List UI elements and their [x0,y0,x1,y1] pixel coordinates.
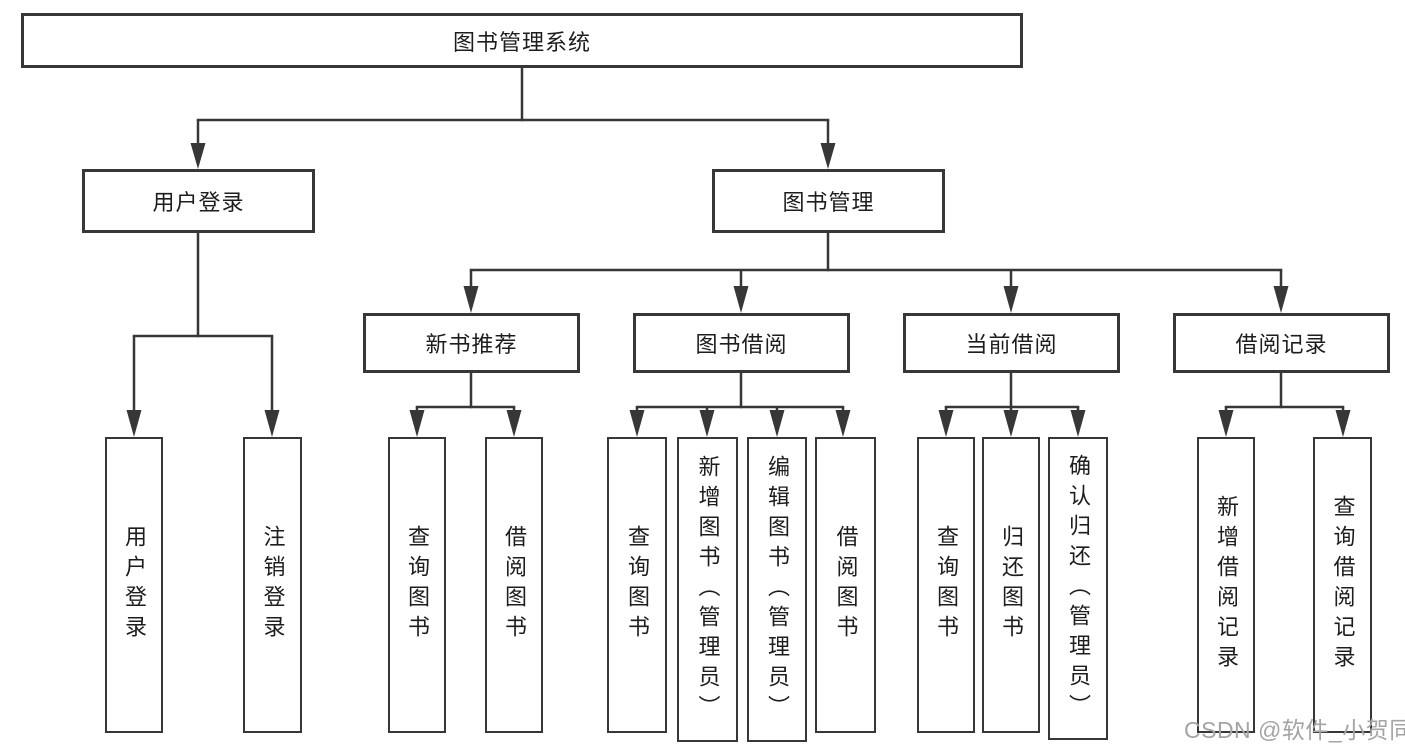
leaf-add-borrow-record: 新增借阅记录 [1197,437,1255,733]
leaf-query-books-current: 查询图书 [917,437,975,733]
leaf-label: 新增借阅记录 [1214,495,1239,675]
node-library-system: 图书管理系统 [21,13,1023,68]
leaf-label: 编辑图书（管理员） [765,454,790,725]
leaf-label: 用户登录 [122,525,147,645]
connector-records-children [1218,373,1351,437]
leaf-label: 归还图书 [999,525,1024,645]
leaf-add-book-admin: 新增图书（管理员） [677,437,738,742]
leaf-borrow-books-recommend: 借阅图书 [485,437,543,733]
node-user-login: 用户登录 [82,169,315,233]
leaf-label: 注销登录 [260,525,286,645]
leaf-edit-book-admin: 编辑图书（管理员） [747,437,807,742]
leaf-return-books: 归还图书 [982,437,1040,733]
leaf-label: 确认归还（管理员） [1066,453,1091,724]
leaf-query-borrow-record: 查询借阅记录 [1313,437,1372,733]
connector-book-borrowing-children [629,373,851,437]
leaf-label: 借阅图书 [502,525,527,645]
node-new-book-recommend: 新书推荐 [363,313,580,373]
node-book-management: 图书管理 [712,169,945,233]
leaf-label: 借阅图书 [833,525,859,645]
node-current-borrowing: 当前借阅 [903,313,1120,373]
node-book-borrowing: 图书借阅 [633,313,850,373]
leaf-label: 查询图书 [625,525,650,645]
leaf-label: 新增图书（管理员） [695,454,721,725]
leaf-confirm-return-admin: 确认归还（管理员） [1048,437,1108,740]
connector-root-to-level2 [190,68,836,169]
connector-user-login-children [126,233,280,437]
leaf-user-login: 用户登录 [105,437,163,733]
leaf-label: 查询借阅记录 [1330,495,1356,675]
csdn-watermark: CSDN @软件_小贺同学 [1184,717,1405,743]
connector-new-book-children [409,373,522,437]
leaf-query-books-recommend: 查询图书 [388,437,446,733]
connector-current-borrowing-children [938,373,1086,437]
leaf-label: 查询图书 [934,525,959,645]
node-borrowing-records: 借阅记录 [1173,313,1390,373]
connector-book-management-level3 [463,233,1289,313]
leaf-logout: 注销登录 [243,437,302,733]
leaf-label: 查询图书 [405,525,430,645]
leaf-borrow-books-borrowing: 借阅图书 [815,437,876,733]
leaf-query-books-borrowing: 查询图书 [607,437,667,733]
